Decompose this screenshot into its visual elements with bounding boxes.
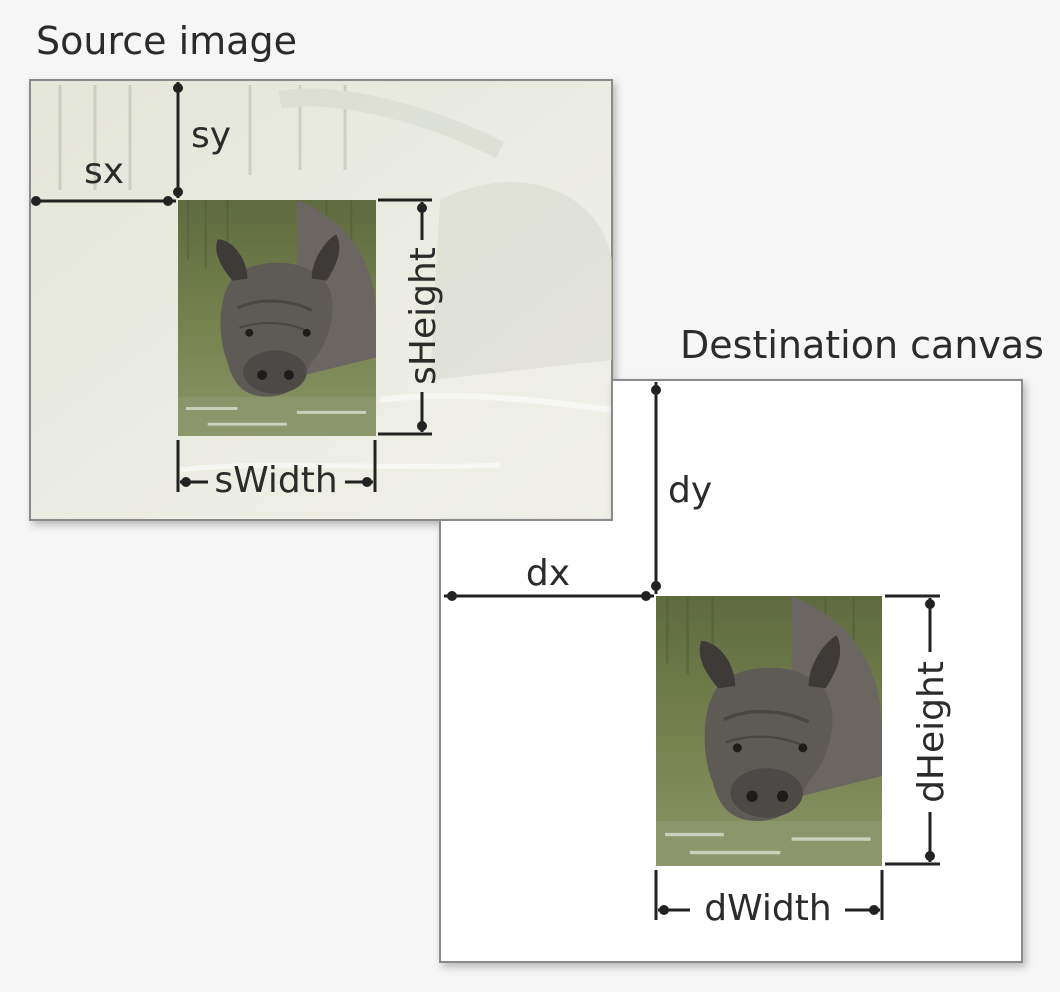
sy-dimension-line [173,82,183,198]
sx-label: sx [84,151,124,192]
dx-dimension-line [444,591,654,601]
source-image-title: Source image [36,19,297,63]
sheight-label: sHeight [403,247,444,385]
dwidth-label: dWidth [704,888,831,929]
source-image-faded-background [58,85,613,473]
destination-canvas-title: Destination canvas [680,323,1044,367]
source-crop-region [178,200,376,436]
dwidth-dimension-line [654,870,884,920]
dheight-dimension-line [885,594,940,866]
dy-label: dy [668,470,712,511]
dheight-label: dHeight [911,661,952,803]
dx-label: dx [526,553,570,594]
swidth-label: sWidth [214,460,337,501]
destination-drawn-image [656,596,882,866]
sheight-dimension-line [378,198,432,436]
sy-label: sy [191,115,231,156]
dy-dimension-line [651,382,661,594]
swidth-dimension-line [176,440,377,492]
sx-dimension-line [31,196,176,206]
